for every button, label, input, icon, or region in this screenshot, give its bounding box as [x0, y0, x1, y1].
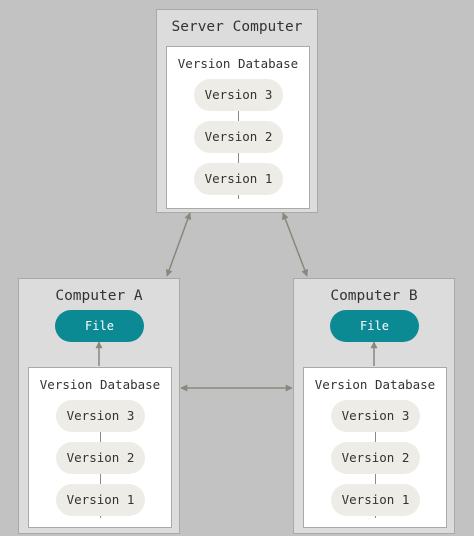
computer-a-box: Computer A File Version Database Version…: [18, 278, 180, 534]
server-version-1: Version 1: [194, 163, 283, 195]
computer-b-version-2: Version 2: [331, 442, 420, 474]
computer-b-file: File: [330, 310, 419, 342]
computer-b-version-1: Version 1: [331, 484, 420, 516]
server-computer-title: Server Computer: [171, 19, 303, 35]
computer-a-version-database: Version Database Version 3 Version 2 Ver…: [28, 367, 172, 528]
server-version-2: Version 2: [194, 121, 283, 153]
arrow-server-computer-b: [281, 212, 309, 277]
arrow-server-computer-a: [165, 212, 192, 277]
computer-a-version-3: Version 3: [56, 400, 145, 432]
computer-b-version-3: Version 3: [331, 400, 420, 432]
computer-a-title: Computer A: [55, 288, 143, 304]
computer-a-version-1: Version 1: [56, 484, 145, 516]
server-version-database: Version Database Version 3 Version 2 Ver…: [166, 46, 310, 209]
computer-a-database-title: Version Database: [39, 377, 161, 392]
computer-b-database-title: Version Database: [314, 377, 436, 392]
computer-b-title: Computer B: [330, 288, 418, 304]
computer-a-version-2: Version 2: [56, 442, 145, 474]
computer-b-version-database: Version Database Version 3 Version 2 Ver…: [303, 367, 447, 528]
server-version-3: Version 3: [194, 79, 283, 111]
server-database-title: Version Database: [177, 56, 299, 71]
computer-b-box: Computer B File Version Database Version…: [293, 278, 455, 534]
server-computer-box: Server Computer Version Database Version…: [156, 9, 318, 213]
computer-a-file: File: [55, 310, 144, 342]
